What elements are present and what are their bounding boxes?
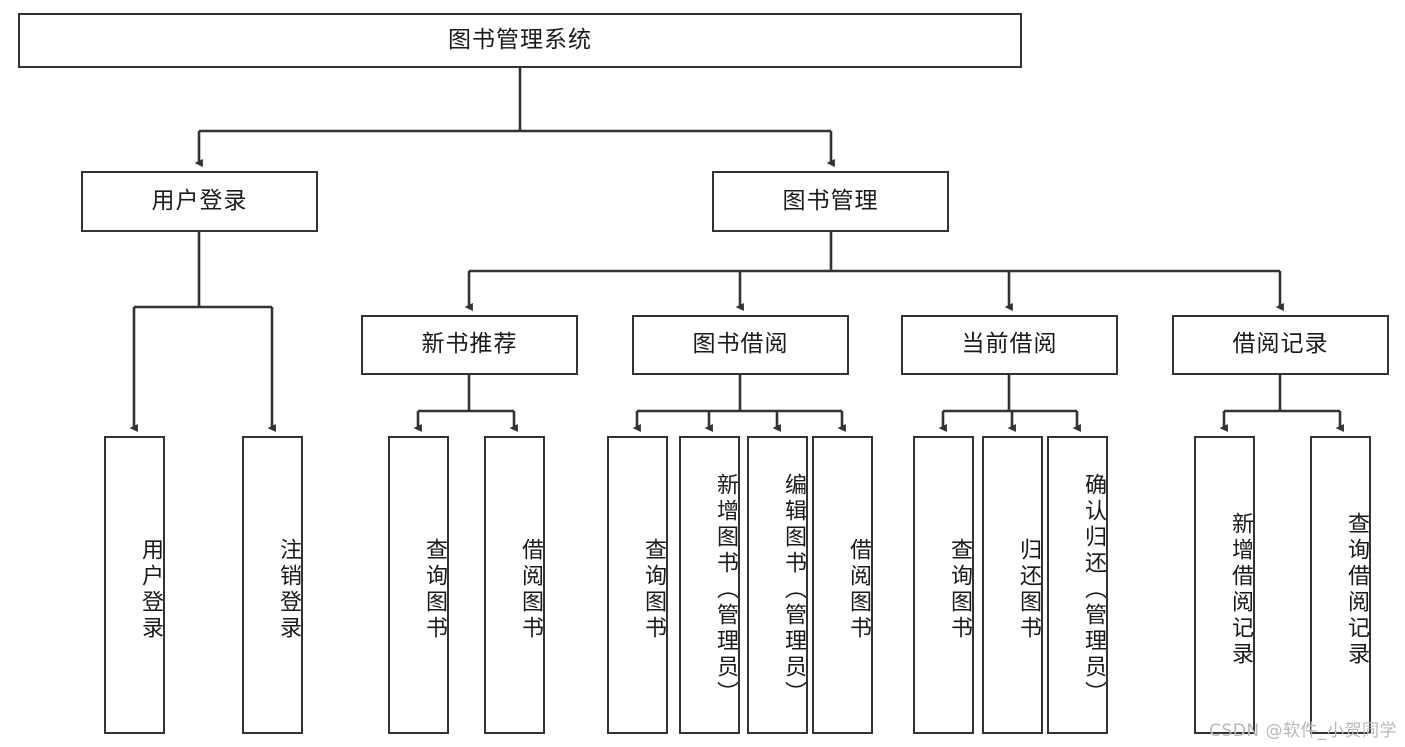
node-current-borrow[interactable]: 当前借阅 bbox=[901, 315, 1118, 375]
node-book-borrow[interactable]: 图书借阅 bbox=[632, 315, 849, 375]
leaf-current-query-book[interactable]: 查询图书 bbox=[913, 436, 974, 734]
node-label: 用户登录 bbox=[151, 187, 248, 214]
node-label: 编辑图书（管理员） bbox=[781, 473, 806, 707]
leaf-user-login-login[interactable]: 用户登录 bbox=[104, 436, 165, 734]
node-label: 注销登录 bbox=[276, 538, 301, 642]
node-label: 归还图书 bbox=[1016, 538, 1041, 642]
node-user-login[interactable]: 用户登录 bbox=[81, 171, 318, 232]
node-label: 图书管理 bbox=[782, 187, 879, 214]
node-label: 查询图书 bbox=[947, 538, 972, 642]
node-root-book-management-system[interactable]: 图书管理系统 bbox=[18, 13, 1022, 68]
node-label: 查询图书 bbox=[422, 538, 447, 642]
node-label: 借阅图书 bbox=[518, 538, 543, 642]
node-label: 当前借阅 bbox=[961, 331, 1058, 358]
node-new-book-recommend[interactable]: 新书推荐 bbox=[361, 315, 578, 375]
watermark-text: CSDN @软件_小贺同学 bbox=[1209, 721, 1397, 741]
node-label: 新增图书（管理员） bbox=[713, 473, 738, 707]
leaf-recommend-query-book[interactable]: 查询图书 bbox=[388, 436, 449, 734]
node-label: 图书借阅 bbox=[692, 331, 789, 358]
leaf-current-return-book[interactable]: 归还图书 bbox=[982, 436, 1043, 734]
node-label: 新书推荐 bbox=[421, 331, 518, 358]
leaf-record-add-borrow-record[interactable]: 新增借阅记录 bbox=[1194, 436, 1255, 734]
leaf-borrow-query-book[interactable]: 查询图书 bbox=[607, 436, 668, 734]
leaf-recommend-borrow-book[interactable]: 借阅图书 bbox=[484, 436, 545, 734]
leaf-borrow-borrow-book[interactable]: 借阅图书 bbox=[812, 436, 873, 734]
leaf-record-query-borrow-record[interactable]: 查询借阅记录 bbox=[1310, 436, 1371, 734]
node-book-management[interactable]: 图书管理 bbox=[712, 171, 949, 232]
leaf-borrow-edit-book-admin[interactable]: 编辑图书（管理员） bbox=[747, 436, 808, 734]
node-label: 查询借阅记录 bbox=[1344, 512, 1369, 668]
node-label: 借阅图书 bbox=[846, 538, 871, 642]
node-borrow-record[interactable]: 借阅记录 bbox=[1172, 315, 1389, 375]
node-label: 图书管理系统 bbox=[448, 26, 592, 53]
leaf-user-login-logout[interactable]: 注销登录 bbox=[242, 436, 303, 734]
node-label: 借阅记录 bbox=[1232, 331, 1329, 358]
node-label: 确认归还（管理员） bbox=[1081, 473, 1106, 707]
leaf-borrow-add-book-admin[interactable]: 新增图书（管理员） bbox=[679, 436, 740, 734]
node-label: 新增借阅记录 bbox=[1228, 512, 1253, 668]
leaf-current-confirm-return-admin[interactable]: 确认归还（管理员） bbox=[1047, 436, 1108, 734]
node-label: 用户登录 bbox=[138, 538, 163, 642]
node-label: 查询图书 bbox=[641, 538, 666, 642]
